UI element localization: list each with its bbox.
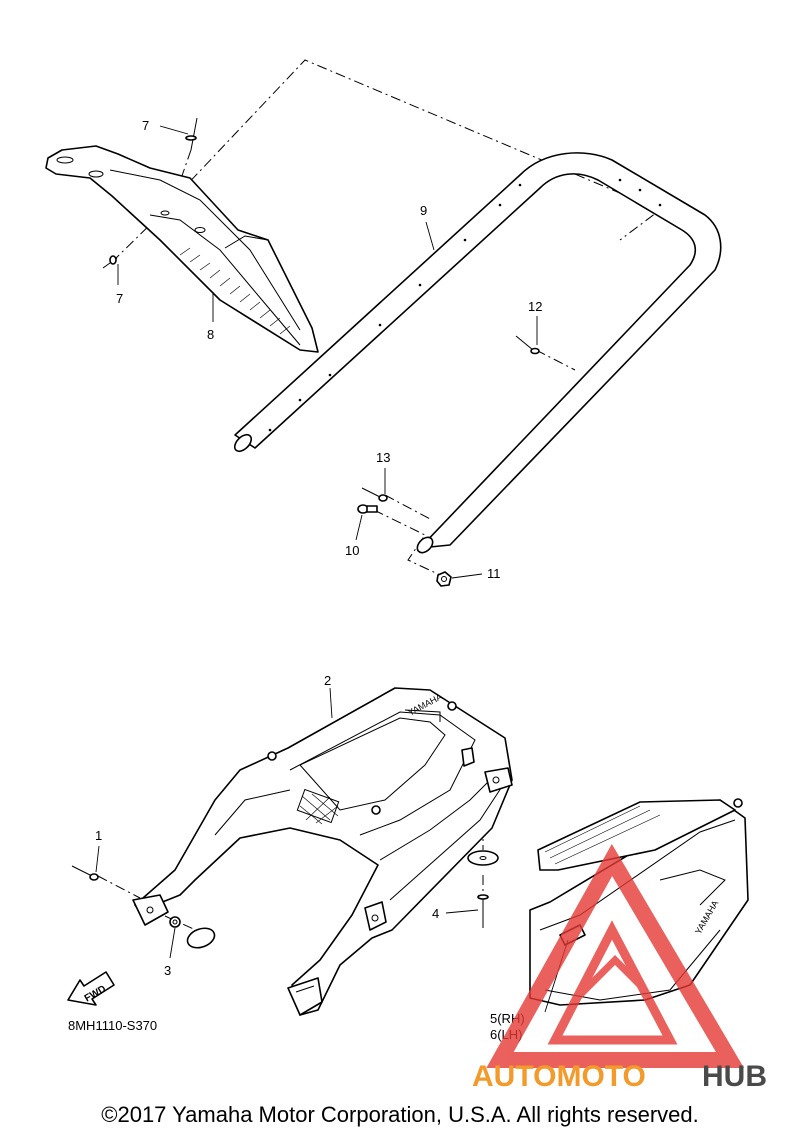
diagram-code: 8MH1110-S370 bbox=[68, 1018, 157, 1033]
label-part-7-bottom: 7 bbox=[116, 291, 123, 306]
label-part-7-top: 7 bbox=[142, 118, 149, 133]
label-part-10: 10 bbox=[345, 543, 359, 558]
label-part-11: 11 bbox=[487, 566, 501, 581]
part-2-cover: YAMAHA bbox=[134, 687, 513, 1016]
part-1-screw bbox=[71, 865, 99, 881]
copyright-notice: ©2017 Yamaha Motor Corporation, U.S.A. A… bbox=[101, 1102, 699, 1127]
label-part-1: 1 bbox=[95, 828, 102, 843]
label-part-12: 12 bbox=[528, 299, 542, 314]
part-13-screw bbox=[361, 487, 388, 502]
fwd-arrow-icon: FWD bbox=[67, 971, 115, 1006]
watermark-word-b: HUB bbox=[702, 1060, 767, 1093]
label-part-3: 3 bbox=[164, 963, 171, 978]
label-part-4: 4 bbox=[432, 906, 439, 921]
part-2-front-latch bbox=[132, 894, 169, 926]
label-part-8: 8 bbox=[207, 327, 214, 342]
part-12-clip bbox=[515, 335, 540, 355]
watermark-word-a: AUTOMOTO bbox=[472, 1060, 646, 1093]
part-3-washer bbox=[186, 927, 216, 949]
watermark-logo bbox=[486, 843, 745, 1068]
part-7-rivet-bottom bbox=[102, 255, 118, 269]
part-7-rivet-top bbox=[185, 117, 198, 151]
label-part-9: 9 bbox=[420, 203, 427, 218]
part-10-bolt bbox=[357, 504, 378, 514]
watermark-wordmark: AUTOMOTO HUB bbox=[472, 1060, 767, 1093]
part-9-tube bbox=[233, 152, 722, 554]
part-11-nut bbox=[436, 571, 452, 587]
part-4-rivet bbox=[477, 894, 489, 928]
part-4-washer bbox=[467, 850, 499, 866]
label-part-13: 13 bbox=[376, 450, 390, 465]
part-3-grommet bbox=[169, 916, 181, 928]
part-8-bracket bbox=[45, 145, 319, 353]
label-part-2: 2 bbox=[324, 673, 331, 688]
part-2-rear-latch bbox=[287, 977, 323, 1016]
